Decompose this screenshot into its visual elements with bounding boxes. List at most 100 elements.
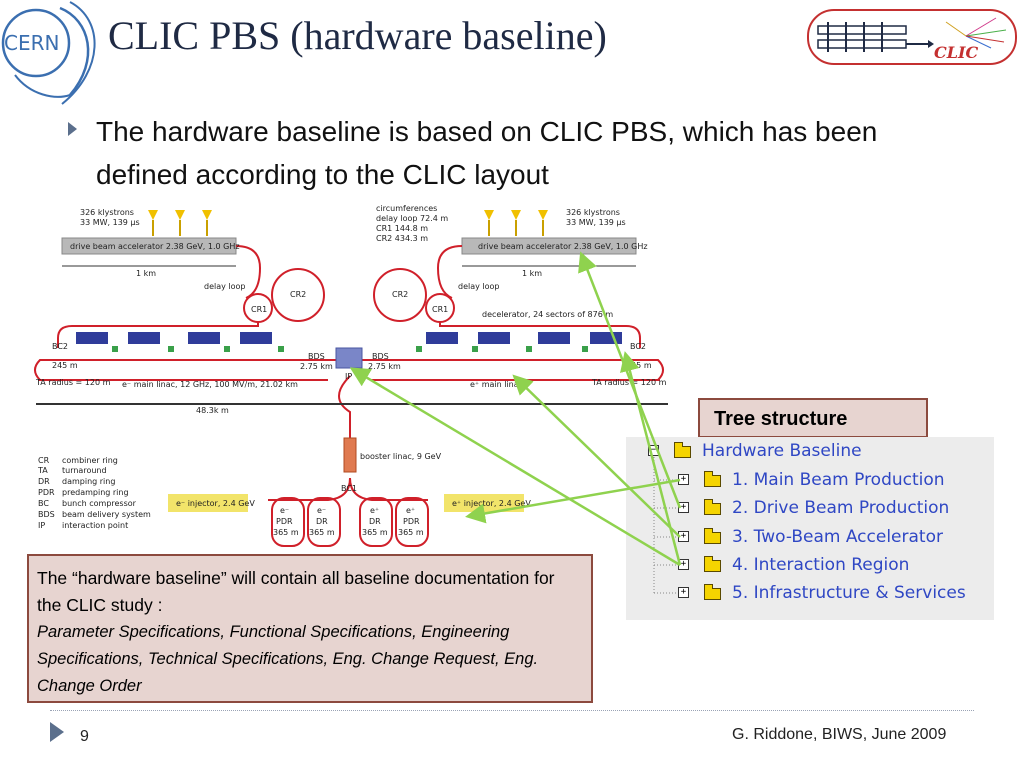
ring-3-top: e⁺ [370, 506, 380, 515]
expand-icon[interactable]: + [678, 531, 689, 542]
bullet-text: The hardware baseline is based on CLIC P… [96, 116, 878, 190]
right-cr1-label: CR1 [432, 305, 449, 314]
tree-root-hardware-baseline[interactable]: Hardware Baseline [702, 441, 862, 461]
legend-abbr-ta: TA [38, 466, 48, 475]
legend-abbr-cr: CR [38, 456, 50, 465]
right-cr2-label: CR2 [392, 290, 409, 299]
expand-icon[interactable]: + [678, 559, 689, 570]
total-length-label: 48.3k m [196, 406, 229, 415]
booster-linac-label: booster linac, 9 GeV [360, 452, 442, 461]
decelerator-label: decelerator, 24 sectors of 876 m [482, 310, 614, 319]
ring-1-top: e⁻ [280, 506, 290, 515]
ring-3-len: 365 m [362, 528, 388, 537]
right-ta-label: TA radius = 120 m [592, 378, 667, 387]
doc-box-intro: The “hardware baseline” will contain all… [37, 568, 555, 615]
right-main-linac-label: e⁺ main linac [470, 380, 524, 389]
folder-icon [704, 471, 721, 487]
circ-delay-loop: delay loop 72.4 m [376, 214, 449, 223]
left-ta-label: TA radius = 120 m [36, 378, 111, 387]
bullet-arrow-icon [68, 122, 77, 136]
left-cr2-label: CR2 [290, 290, 307, 299]
e-plus-injector-label: e⁺ injector, 2.4 GeV [452, 499, 531, 508]
circ-cr2: CR2 434.3 m [376, 234, 429, 243]
right-delay-loop-label: delay loop [458, 282, 500, 291]
right-klystron-count: 326 klystrons [566, 208, 620, 217]
legend-desc-bds: beam delivery system [62, 510, 151, 519]
left-scale-label: 1 km [136, 269, 157, 278]
expand-icon[interactable]: + [678, 502, 689, 513]
tree-guide-lines [653, 457, 686, 595]
folder-icon [674, 442, 691, 458]
left-main-linac-label: e⁻ main linac, 12 GHz, 100 MV/m, 21.02 k… [122, 380, 298, 389]
legend-desc-bc: bunch compressor [62, 499, 136, 508]
right-scale-label: 1 km [522, 269, 543, 278]
klystron-icons [148, 210, 548, 236]
baseline-documentation-box: The “hardware baseline” will contain all… [27, 554, 593, 703]
footer-author: G. Riddone, BIWS, June 2009 [732, 726, 947, 743]
ring-1-len: 365 m [273, 528, 299, 537]
right-245m-label: 245 m [626, 361, 652, 370]
tree-structure-label: Tree structure [698, 398, 928, 438]
circ-cr1: CR1 144.8 m [376, 224, 429, 233]
ring-2-mid: DR [316, 517, 328, 526]
doc-box-specifications: Parameter Specifications, Functional Spe… [37, 623, 539, 695]
right-bds-label: BDS [372, 352, 389, 361]
folder-icon [704, 556, 721, 572]
left-accelerator-label: drive beam accelerator 2.38 GeV, 1.0 GHz [70, 242, 240, 251]
page-number: 9 [80, 728, 89, 745]
legend-desc-cr: combiner ring [62, 456, 118, 465]
footer-divider [50, 710, 974, 711]
left-245m-label: 245 m [52, 361, 78, 370]
left-bds-label: BDS [308, 352, 325, 361]
e-minus-injector [168, 494, 248, 512]
clic-logo-text: CLIC [934, 43, 978, 62]
right-bc2-label: BC2 [630, 342, 647, 351]
clic-layout-schematic [34, 210, 668, 547]
e-minus-injector-label: e⁻ injector, 2.4 GeV [176, 499, 255, 508]
left-klystron-count: 326 klystrons [80, 208, 134, 217]
cern-logo-text: CERN [4, 31, 59, 55]
left-cr1-label: CR1 [251, 305, 268, 314]
right-klystron-power: 33 MW, 139 μs [566, 218, 626, 227]
folder-icon [704, 528, 721, 544]
legend-abbr-pdr: PDR [38, 488, 55, 497]
legend-abbr-ip: IP [38, 521, 46, 530]
left-bc2-label: BC2 [52, 342, 69, 351]
tree-view: − Hardware Baseline + 1. Main Beam Produ… [626, 437, 994, 620]
ring-4-top: e⁺ [406, 506, 416, 515]
expand-icon[interactable]: + [678, 474, 689, 485]
left-klystron-power: 33 MW, 139 μs [80, 218, 140, 227]
collapse-icon[interactable]: − [648, 445, 659, 456]
left-delay-loop-label: delay loop [204, 282, 246, 291]
legend-abbr-dr: DR [38, 477, 50, 486]
right-bds-length: 2.75 km [368, 362, 401, 371]
ring-4-len: 365 m [398, 528, 424, 537]
legend-desc-ip: interaction point [62, 521, 129, 530]
ring-4-mid: PDR [403, 517, 420, 526]
tree-item-interaction-region[interactable]: 4. Interaction Region [732, 555, 910, 575]
footer-arrow-icon [50, 722, 64, 742]
circumferences-title: circumferences [376, 204, 438, 213]
tree-item-drive-beam-production[interactable]: 2. Drive Beam Production [732, 498, 950, 518]
ring-1-mid: PDR [276, 517, 293, 526]
slide-title: CLIC PBS (hardware baseline) [108, 13, 607, 58]
ring-2-len: 365 m [309, 528, 335, 537]
tree-item-two-beam-accelerator[interactable]: 3. Two-Beam Accelerator [732, 527, 943, 547]
legend-desc-dr: damping ring [62, 477, 116, 486]
cern-logo: CERN [1, 1, 96, 105]
left-bds-length: 2.75 km [300, 362, 333, 371]
decelerator-blocks [76, 332, 622, 344]
booster-linac [343, 437, 357, 473]
expand-icon[interactable]: + [678, 587, 689, 598]
ring-3-mid: DR [369, 517, 381, 526]
clic-logo: CLIC [807, 9, 1017, 65]
legend-abbr-bds: BDS [38, 510, 55, 519]
legend-desc-pdr: predamping ring [62, 488, 129, 497]
tree-item-infrastructure-services[interactable]: 5. Infrastructure & Services [732, 583, 966, 603]
legend-abbr-bc: BC [38, 499, 49, 508]
ip-label: IP [345, 372, 353, 381]
ring-2-top: e⁻ [317, 506, 327, 515]
bc1-label: BC1 [341, 484, 358, 493]
tree-item-main-beam-production[interactable]: 1. Main Beam Production [732, 470, 945, 490]
legend-desc-ta: turnaround [62, 466, 107, 475]
